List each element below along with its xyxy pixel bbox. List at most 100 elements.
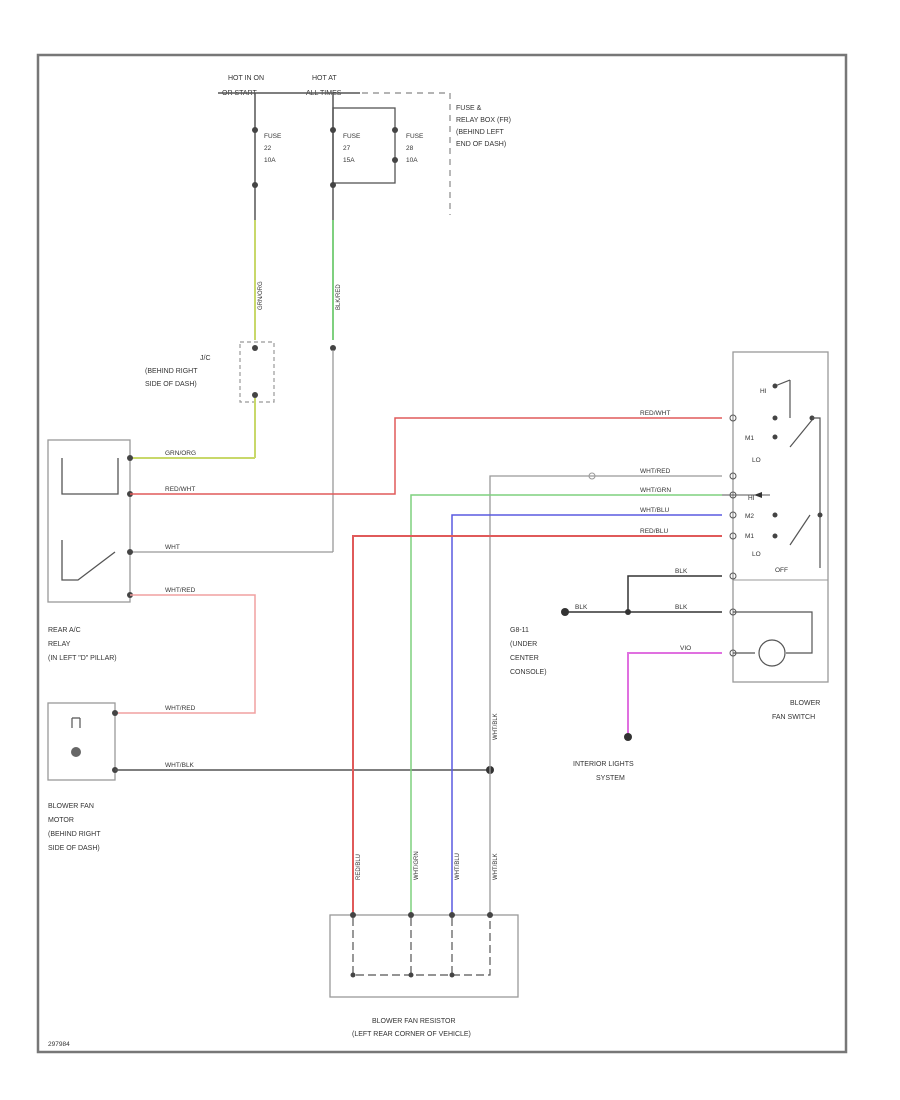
wire-label-blk-red-v: BLK/RED (336, 284, 342, 310)
fuse-27-label: FUSE 27 15A (343, 133, 362, 164)
resistor-node-3 (449, 972, 455, 978)
fuse-27-28-box (332, 107, 396, 184)
switch-pos-lo-2: LO (752, 551, 761, 558)
jc-label: J/C (BEHIND RIGHT SIDE OF DASH) (145, 355, 212, 388)
wire-label-wht-blu-v: WHT/BLU (455, 853, 461, 880)
sw-node-b (772, 415, 778, 421)
wht-grn-wire (410, 494, 722, 915)
sw-node-f (772, 533, 778, 539)
wire-label-red-blu: RED/BLU (640, 528, 668, 535)
fuse-22-label: FUSE 22 10A (264, 133, 283, 164)
rear-ac-relay-box (47, 439, 131, 603)
wire-label-wht: WHT (165, 544, 180, 551)
blower-resistor-label: BLOWER FAN RESISTOR (LEFT REAR CORNER OF… (352, 1018, 471, 1038)
lamp-wire-right (786, 640, 813, 654)
switch-pos-m2: M2 (745, 513, 754, 520)
resistor-node-1 (350, 972, 356, 978)
switch-pos-m1-1: M1 (745, 435, 754, 442)
resistor-node-2 (408, 972, 414, 978)
fuse-relay-box-label: FUSE & RELAY BOX (FR) (BEHIND LEFT END O… (456, 105, 513, 148)
fuse-27-terminal-bottom (330, 182, 336, 188)
fuse-22-terminal-top (252, 127, 258, 133)
wht-red-relay-to-motor (115, 594, 256, 714)
resistor-terminal-2 (408, 912, 414, 918)
wire-label-red-wht-2: RED/WHT (640, 410, 670, 417)
wire-label-red-wht: RED/WHT (165, 486, 195, 493)
blower-switch-label: BLOWER FAN SWITCH (772, 700, 822, 721)
hot-at-label: HOT AT (312, 75, 337, 82)
relay-terminal-3 (127, 549, 133, 555)
blower-switch-box (732, 351, 829, 683)
wire-label-wht-red-motor: WHT/RED (165, 705, 196, 712)
diagram-border (36, 53, 848, 1054)
wire-label-wht-red-relay: WHT/RED (165, 587, 196, 594)
motor-symbol-top (71, 717, 81, 728)
resistor-terminal-1 (350, 912, 356, 918)
motor-fan-icon (71, 747, 81, 757)
red-wht-wire (130, 417, 722, 495)
fuse-28-terminal-bottom (392, 157, 398, 163)
sw-node-e (772, 512, 778, 518)
switch-pos-off: OFF (775, 567, 788, 574)
sw-terminal-1 (729, 414, 737, 422)
red-blu-wire (352, 535, 722, 915)
sw-terminal-4 (729, 511, 737, 519)
interior-lights-label: INTERIOR LIGHTS SYSTEM (573, 761, 636, 782)
wire-label-grn-org: GRN/ORG (165, 450, 196, 457)
blower-resistor-box (329, 914, 519, 998)
sw-node-c (772, 434, 778, 440)
wire-label-wht-blk-motor: WHT/BLK (165, 762, 195, 769)
relay-terminal-1 (127, 455, 133, 461)
switch-contact-upper-a (774, 379, 791, 418)
blk-splice (625, 609, 631, 615)
wht-junction (330, 345, 336, 351)
fuse-27-terminal-top (330, 127, 336, 133)
wire-label-wht-blu: WHT/BLU (640, 507, 670, 514)
resistor-terminal-3 (449, 912, 455, 918)
jc-connector-box (239, 341, 275, 403)
wire-label-red-blu-v: RED/BLU (356, 854, 362, 880)
relay-switch (61, 540, 116, 581)
wire-label-wht-grn: WHT/GRN (640, 487, 671, 494)
wire-label-blk-3: BLK (575, 604, 588, 611)
wire-label-wht-blk-v2: WHT/BLK (493, 713, 499, 740)
jc-terminal-bottom (252, 392, 258, 398)
switch-pos-lo-1: LO (752, 457, 761, 464)
blower-motor-box (47, 702, 116, 781)
jc-terminal-top (252, 345, 258, 351)
wire-label-vio: VIO (680, 645, 691, 652)
interior-lights-connector (624, 733, 632, 741)
resistor-element (352, 918, 491, 976)
switch-pos-hi-2: HI (748, 495, 755, 502)
wire-label-wht-grn-v: WHT/GRN (414, 851, 420, 880)
sw-terminal-2 (729, 472, 737, 480)
sw-node-g (817, 512, 823, 518)
wht-blu-wire (451, 514, 722, 915)
blk-wire-upper (627, 575, 722, 612)
blower-motor-label: BLOWER FAN MOTOR (BEHIND RIGHT SIDE OF D… (48, 803, 102, 852)
lamp-wire-top (733, 611, 813, 640)
wire-label-wht-red-sw: WHT/RED (640, 468, 671, 475)
switch-arm-upper (789, 419, 813, 448)
fuse-22-terminal-bottom (252, 182, 258, 188)
resistor-terminal-4 (487, 912, 493, 918)
wht-blk-switch-wire (489, 475, 722, 915)
switch-arm-lower (789, 514, 811, 546)
sw-terminal-6 (729, 572, 737, 580)
switch-common-line (812, 417, 821, 568)
switch-lamp-icon (758, 639, 786, 667)
vio-wire (627, 652, 722, 735)
hot-in-on-label: HOT IN ON (228, 75, 264, 82)
ground-connector (561, 608, 569, 616)
wire-label-blk-2: BLK (675, 604, 688, 611)
relay-coil (61, 458, 119, 495)
wire-label-blk-1: BLK (675, 568, 688, 575)
wire-label-grn-org-v: GRN/ORG (258, 281, 264, 310)
sw-terminal-5 (729, 532, 737, 540)
motor-terminal-1 (112, 710, 118, 716)
sw-arrow-icon (754, 492, 762, 498)
sw-node-a (772, 383, 778, 389)
switch-pos-hi-1: HI (760, 388, 767, 395)
figure-id: 297984 (48, 1041, 70, 1048)
